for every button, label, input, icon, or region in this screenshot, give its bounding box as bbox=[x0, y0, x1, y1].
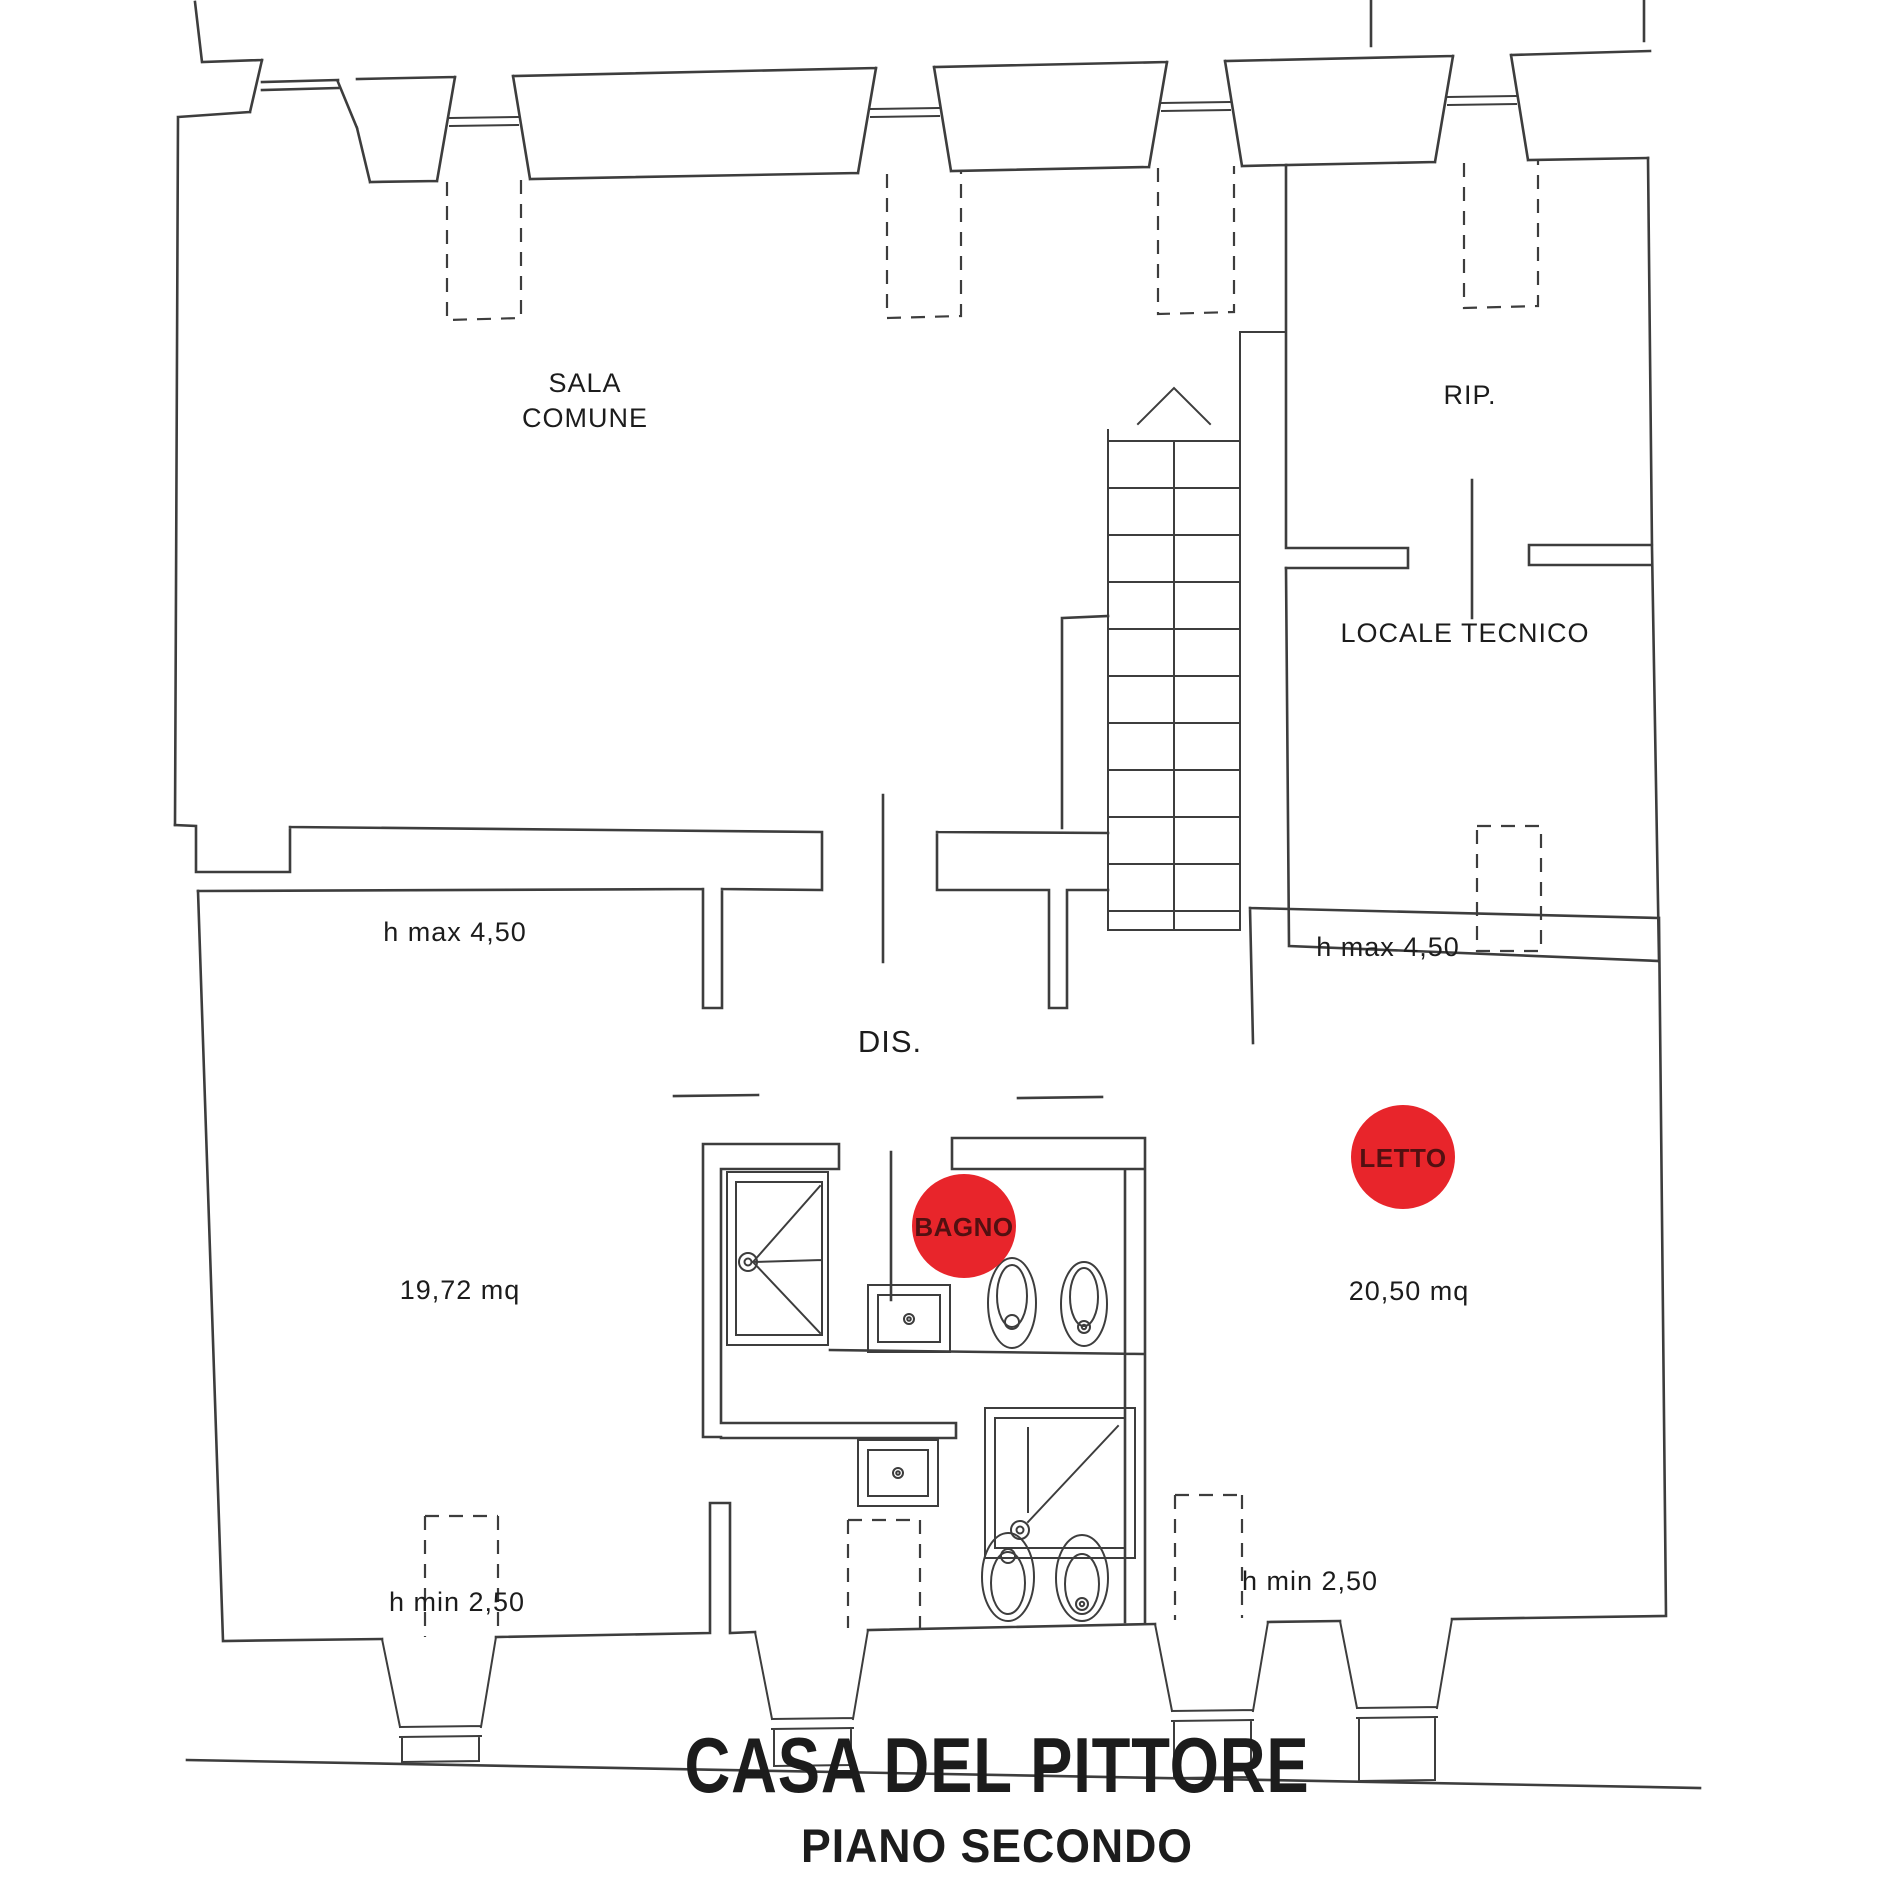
shower-2 bbox=[984, 1407, 1136, 1559]
locale-tecnico-walls bbox=[1284, 566, 1661, 963]
marker-bagno-circle bbox=[912, 1174, 1016, 1278]
annotation-h-max-right: h max 4,50 bbox=[1316, 932, 1460, 962]
annotation-area-right: 20,50 mq bbox=[1349, 1276, 1470, 1306]
annotation-h-min-right: h min 2,50 bbox=[1242, 1566, 1378, 1596]
room-label-dis: DIS. bbox=[858, 1024, 922, 1059]
room-label-locale-tecnico: LOCALE TECNICO bbox=[1340, 618, 1589, 648]
ground-line bbox=[185, 1758, 1702, 1790]
marker-letto-label: LETTO bbox=[1359, 1143, 1446, 1173]
south-rooms-walls bbox=[196, 889, 1668, 1643]
toilet-1 bbox=[987, 1257, 1037, 1349]
dashed-niches bbox=[423, 161, 1543, 1637]
bathroom-walls bbox=[701, 1136, 1147, 1624]
marker-bagno-label: BAGNO bbox=[914, 1212, 1013, 1242]
shower-1 bbox=[726, 1171, 829, 1346]
room-label-rip: RIP. bbox=[1443, 380, 1496, 410]
bidet-1 bbox=[1060, 1261, 1108, 1347]
annotation-h-min-left: h min 2,50 bbox=[389, 1587, 525, 1617]
window-sill-lines bbox=[448, 94, 1518, 128]
annotation-h-max-left: h max 4,50 bbox=[383, 917, 527, 947]
stairs bbox=[1060, 331, 1287, 931]
page-subtitle: PIANO SECONDO bbox=[801, 1819, 1193, 1872]
marker-bagno: BAGNO bbox=[912, 1174, 1016, 1278]
rip-room-walls bbox=[1284, 156, 1661, 963]
marker-letto-circle bbox=[1351, 1105, 1455, 1209]
bottom-windows bbox=[380, 1617, 1454, 1783]
marker-letto: LETTO bbox=[1351, 1105, 1455, 1209]
annotation-area-left: 19,72 mq bbox=[400, 1275, 521, 1305]
sink-2 bbox=[857, 1439, 939, 1507]
middle-wall bbox=[173, 793, 1110, 1100]
room-label-sala-comune-line1: SALA bbox=[548, 368, 621, 398]
page-title: CASA DEL PITTORE bbox=[685, 1721, 1310, 1809]
bidet-2 bbox=[1055, 1534, 1109, 1622]
staircase-arrow-icon bbox=[1136, 386, 1212, 426]
room-label-sala-comune-line2: COMUNE bbox=[522, 403, 648, 433]
toilet-2 bbox=[981, 1532, 1035, 1622]
stairwell-wall bbox=[1060, 614, 1110, 830]
sink-1 bbox=[867, 1284, 951, 1353]
north-wall bbox=[173, 0, 1652, 827]
